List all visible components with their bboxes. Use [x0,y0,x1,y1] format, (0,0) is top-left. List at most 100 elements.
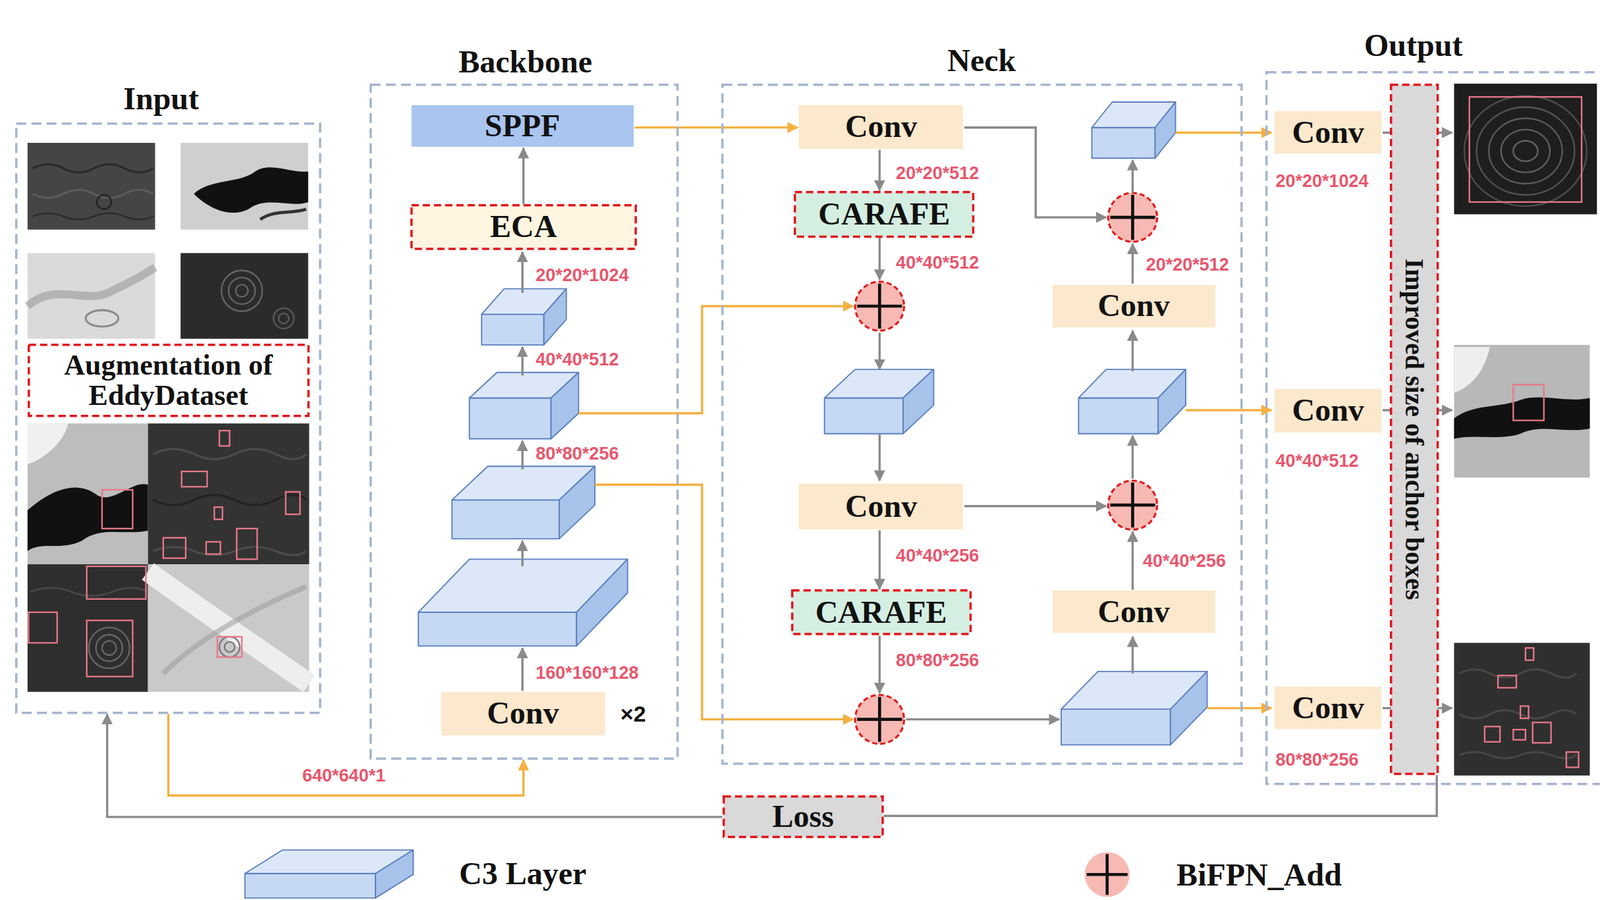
edge-label: 640*640*1 [302,766,386,787]
legend-entry: C3 Layer [459,856,587,892]
carafe-box: CARAFE [793,191,975,238]
box-outline [723,797,883,838]
dimension-label: 20*20*512 [1146,254,1230,276]
eddy-bounding-box [219,430,230,446]
flow-line [521,648,524,691]
eddy-bounding-box [86,566,147,600]
dimension-label: 80*80*256 [535,443,619,465]
box-outline [440,691,605,736]
label-holder: 80*80*256 [535,443,619,465]
label-holder: 80*80*256 [895,650,979,672]
flow-line [906,718,1060,721]
box-outline [1274,687,1382,730]
dimension-label: 40*40*512 [895,252,979,274]
input-thumbnail [180,252,309,339]
label-holder: 40*40*256 [895,546,979,567]
bifpn-add-symbol [855,281,904,331]
input-thumbnail [85,310,119,327]
c3-layer-cube [903,369,934,435]
panel-outline [16,123,321,714]
augmented-mosaic [148,564,310,693]
input-panel: InputAugmentation of EddyDataset [15,122,322,715]
detected-eddy-box [1532,722,1552,744]
augmented-mosaic [27,564,149,693]
c3-layer-cube [1078,397,1159,434]
flow-line [964,127,1106,218]
backbone-panel: BackboneSPPFECAConv [369,83,679,761]
augmented-mosaic [96,634,123,662]
dimension-label: 40*40*512 [535,349,619,371]
box-outline [799,105,964,149]
box-label: Conv [845,109,917,145]
panel-title: Output [1364,28,1463,64]
c3-layer-cube [1092,127,1156,159]
output-image [1476,107,1575,195]
augmented-mosaic [27,423,69,465]
bifpn-add-symbol [856,283,902,329]
bifpn-add-symbol [1107,193,1157,242]
legend-entry: BiFPN_Add [1176,858,1342,894]
augmented-mosaic [27,423,149,565]
box-outline [1274,388,1382,433]
c3-layer-cube [576,559,628,647]
augmented-mosaic [30,588,148,597]
bifpn-add-symbol [855,694,904,744]
connector-arrow [878,150,881,192]
c3-layer-cube [1061,709,1171,745]
detected-eddy-box [1484,727,1500,743]
c3-layer-cube [559,466,595,539]
bifpn-add-symbol [1107,480,1157,530]
eddy-bounding-box [236,528,257,560]
label-holder: 40*40*512 [1275,451,1359,472]
c3-layer-cube [418,612,577,647]
box-label: CARAFE [815,595,948,631]
eddy-bounding-box [217,636,242,658]
input-thumbnail [180,142,309,230]
output-image [1459,669,1577,678]
label-holder: ×2 [620,701,647,728]
input-thumbnail [278,313,289,324]
detected-eddy-box [1513,384,1544,421]
c3-layer-cube [551,372,580,440]
output-image [1501,129,1550,173]
feature-line [578,132,1272,720]
conv-box: Conv [797,104,965,151]
c3-layer-cube [245,874,376,899]
eddy-bounding-box [214,507,222,520]
input-thumbnail [27,142,156,230]
augmented-mosaic [88,627,130,669]
conv-box: Conv [440,690,607,738]
c3-layer-cube [824,397,904,434]
conv-box: Conv [1051,589,1217,635]
output-image [1459,710,1577,719]
label-holder: 40*40*512 [535,349,619,371]
dimension-label: 20*20*1024 [1275,171,1369,192]
box-label: Conv [1291,115,1364,151]
output-image [1453,347,1490,394]
flow-line [1131,436,1134,479]
augmented-mosaic [219,636,240,658]
sppf-box: SPPF [410,104,635,149]
augmented-mosaic [224,642,235,653]
augmented-mosaic [152,547,306,556]
c3-layer-cube [1170,671,1208,746]
box-outline [411,205,635,249]
output-image [1453,345,1590,478]
eddy-bounding-box [181,471,208,487]
dimension-label: 80*80*256 [895,650,979,672]
input-thumbnail [32,164,154,173]
eca-box: ECA [410,204,637,251]
input-thumbnail [27,267,156,307]
augmented-mosaic [152,449,306,460]
flow-line [1131,636,1134,674]
box-outline [1391,84,1438,775]
output-image [1453,83,1597,215]
box-label: Conv [1291,690,1364,726]
box-label: Loss [772,799,834,835]
box-outline [1274,111,1382,155]
output-image [1453,397,1590,440]
label-holder: 40*40*256 [1142,551,1226,572]
panel-title: Backbone [458,44,593,80]
dimension-label: 20*20*1024 [535,265,629,286]
neck-panel: NeckConvCARAFEConvConvCARAFEConv [721,83,1243,766]
